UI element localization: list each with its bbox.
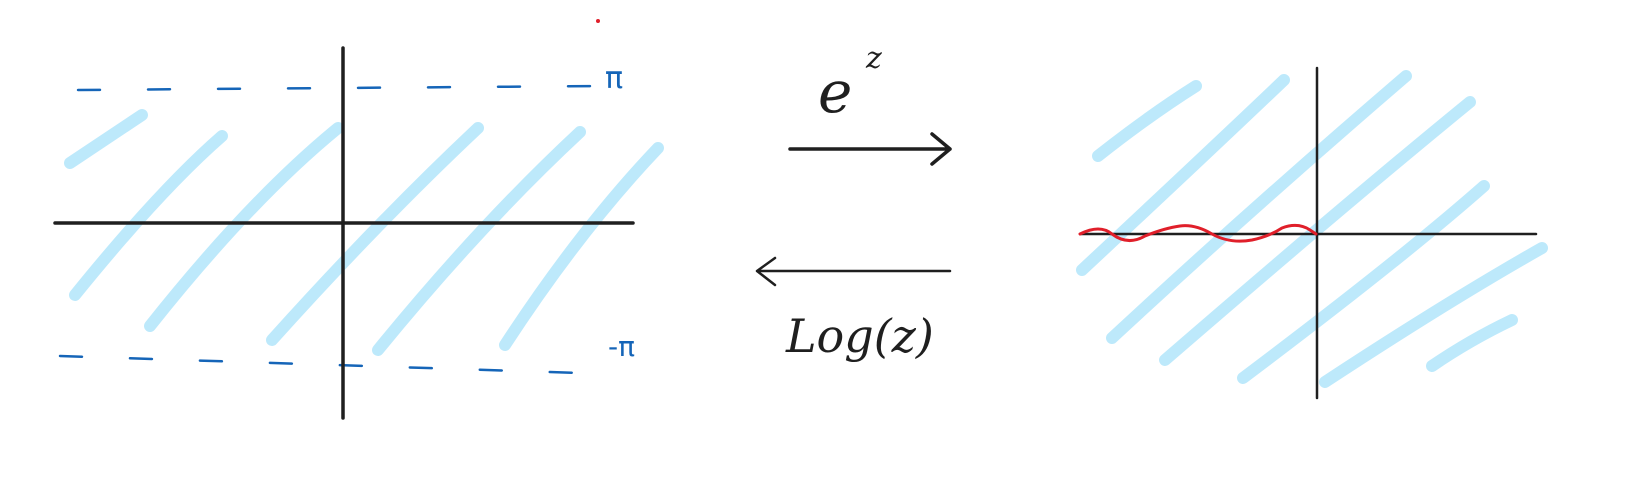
hatch-stroke (1076, 74, 1290, 276)
hatch-stroke (1319, 242, 1548, 388)
hatch-stroke (1092, 80, 1202, 162)
hatch-stroke (64, 109, 148, 169)
hatch-stroke (1426, 314, 1518, 372)
stray-mark (596, 19, 600, 23)
inverse-arrow (755, 256, 952, 287)
plane-shading (1076, 70, 1548, 388)
hatch-stroke (144, 122, 344, 332)
hatch-stroke (69, 130, 228, 301)
upper-bound-label: π (605, 61, 623, 96)
hatch-stroke (499, 142, 664, 351)
hatch-stroke (1159, 96, 1476, 366)
right-plane (1076, 66, 1548, 400)
strip-shading (64, 109, 664, 356)
hatch-stroke (266, 122, 484, 346)
lower-bound-line (58, 354, 612, 376)
hatch-stroke (1106, 70, 1412, 344)
forward-map-exponent: z (865, 41, 882, 76)
left-plane: π -π (53, 46, 664, 420)
lower-bound-label: -π (608, 330, 635, 363)
inverse-map: Log(z) (755, 256, 952, 363)
upper-bound-line (76, 84, 602, 92)
forward-map: e z (788, 41, 952, 166)
hatch-stroke (372, 126, 586, 356)
inverse-map-label: Log(z) (785, 309, 934, 363)
hatch-stroke (1237, 180, 1490, 384)
branch-cut (1078, 223, 1318, 243)
forward-arrow (788, 132, 952, 166)
forward-map-base: e (818, 58, 852, 126)
